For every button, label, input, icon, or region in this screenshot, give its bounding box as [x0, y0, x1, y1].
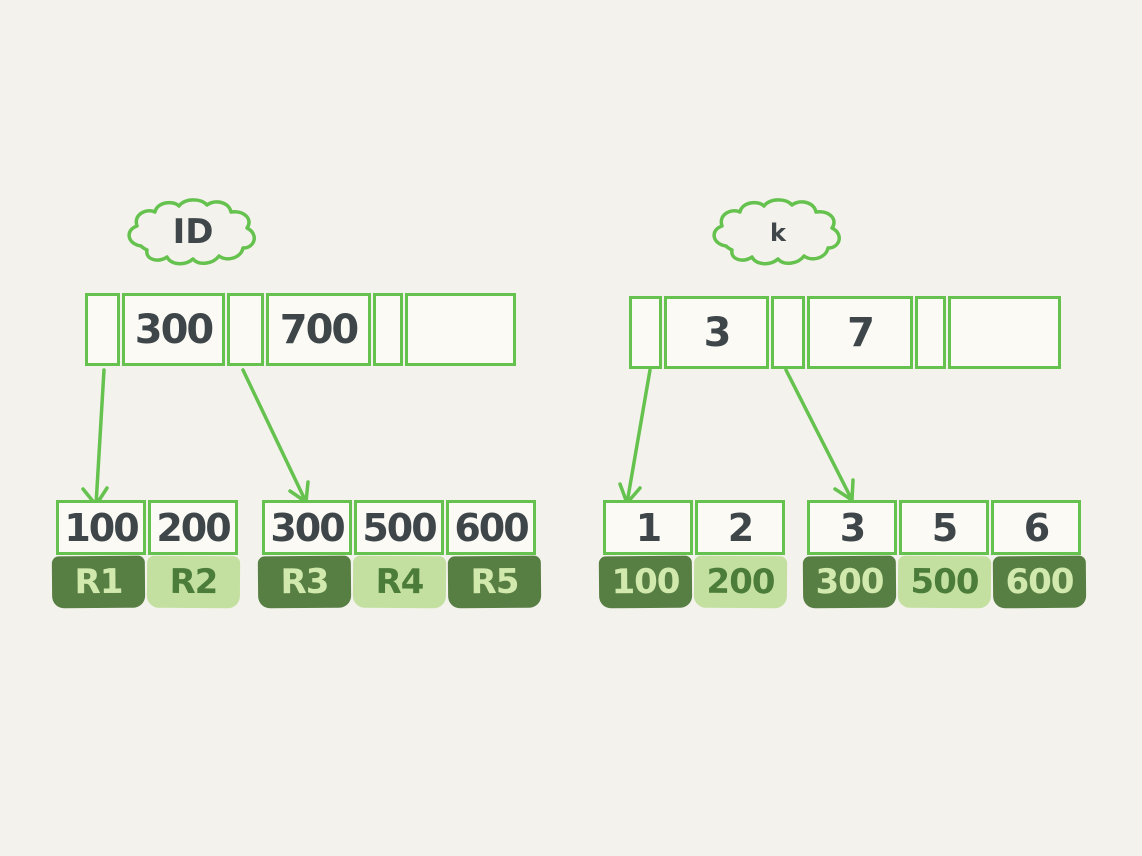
record-cell: R2 [146, 555, 241, 609]
record-cell: R4 [352, 555, 447, 609]
leaf-key-cell: 500 [354, 500, 444, 555]
root-key-cell [227, 293, 264, 366]
root-key-cell [629, 296, 662, 369]
root-key-cell [915, 296, 946, 369]
record-cell: R5 [447, 555, 542, 609]
left-root-node: 300 700 [85, 293, 516, 366]
leaf-key-cell: 1 [603, 500, 693, 555]
leaf-key-cell: 3 [807, 500, 897, 555]
root-key-cell: 700 [266, 293, 371, 366]
root-key-cell: 3 [664, 296, 769, 369]
root-key-cell [948, 296, 1061, 369]
record-cell: 600 [992, 555, 1087, 609]
record-cell: 100 [598, 555, 693, 609]
arrow-left-to-leaf1 [81, 368, 109, 507]
record-cell: 500 [897, 555, 992, 609]
cloud-outline-left [127, 198, 256, 266]
root-key-cell [405, 293, 516, 366]
left-index-label: ID [172, 212, 214, 252]
record-cell: R3 [257, 555, 352, 609]
leaf-key-cell: 6 [991, 500, 1081, 555]
root-key-cell [373, 293, 403, 366]
leaf-key-cell: 300 [262, 500, 352, 555]
cloud-outline-right [712, 198, 841, 266]
record-cell: 200 [693, 555, 788, 609]
record-cell: R1 [51, 555, 146, 609]
root-key-cell [771, 296, 805, 369]
arrow-right-to-leaf1 [618, 368, 652, 505]
leaf-key-cell: 200 [148, 500, 238, 555]
leaf-key-cell: 5 [899, 500, 989, 555]
root-key-cell [85, 293, 120, 366]
leaf-key-cell: 2 [695, 500, 785, 555]
root-key-cell: 7 [807, 296, 913, 369]
arrow-right-to-leaf2 [784, 368, 855, 502]
right-index-label: k [770, 219, 786, 247]
leaf-key-cell: 600 [446, 500, 536, 555]
root-key-cell: 300 [122, 293, 225, 366]
leaf-key-cell: 100 [56, 500, 146, 555]
arrow-left-to-leaf2 [241, 368, 310, 504]
record-cell: 300 [802, 555, 897, 609]
